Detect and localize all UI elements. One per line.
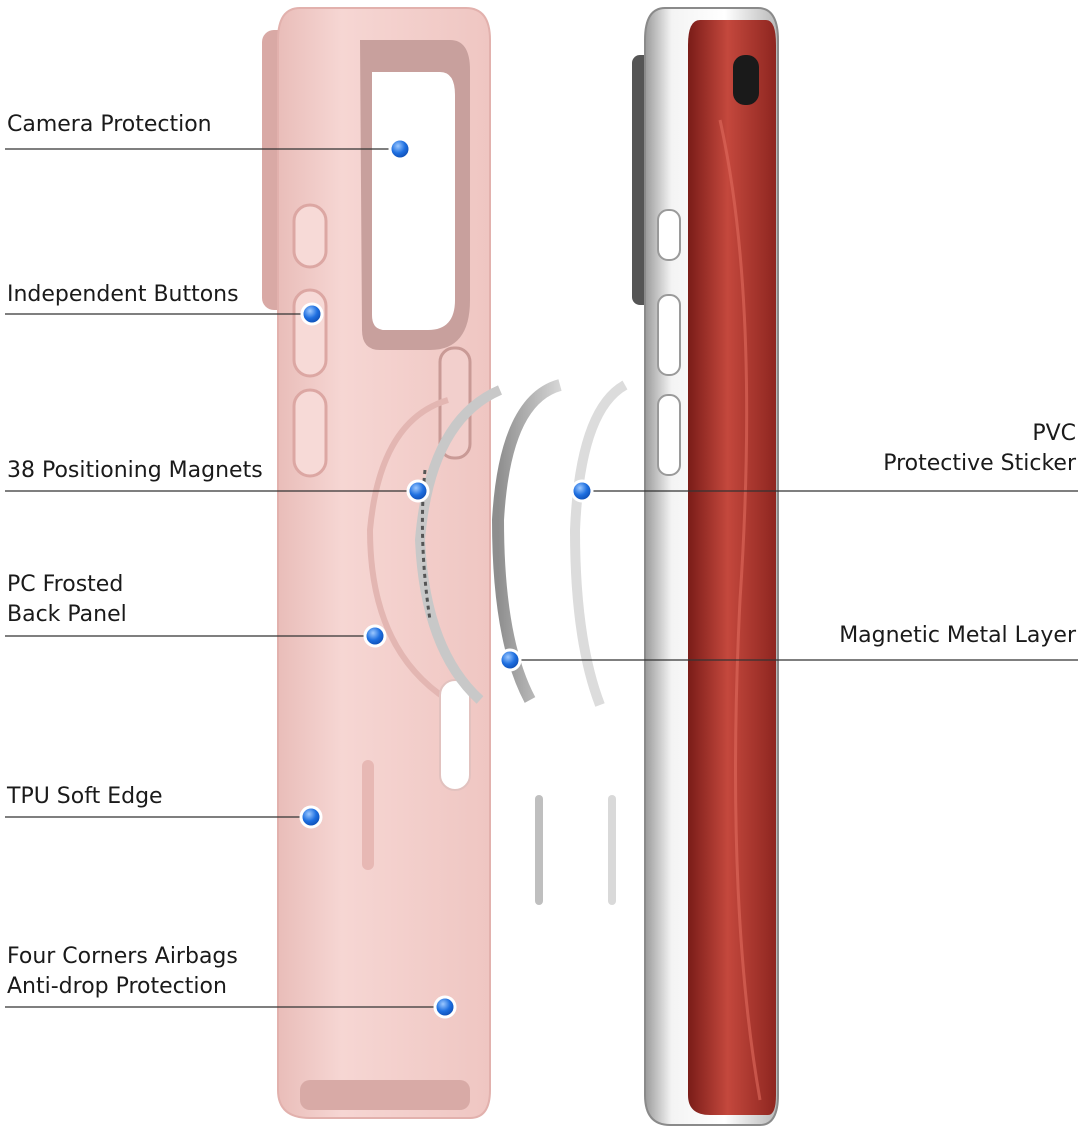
phone-screen bbox=[688, 20, 776, 1115]
callout-magnetic-metal-layer: Magnetic Metal Layer bbox=[839, 621, 1076, 651]
phone-volume-down bbox=[657, 394, 681, 476]
case-port-cutout bbox=[439, 679, 471, 791]
case-bottom-edge bbox=[300, 1080, 470, 1110]
magnet-ring-1 bbox=[414, 385, 503, 704]
leader-lines bbox=[5, 148, 1078, 1008]
callout-positioning-magnets: 38 Positioning Magnets bbox=[7, 456, 263, 486]
marker-camera-dot bbox=[388, 137, 412, 161]
case-side-slot bbox=[362, 760, 374, 870]
marker-buttons-dot bbox=[300, 302, 324, 326]
camera-cutout bbox=[372, 72, 455, 330]
callout-magnets-text: 38 Positioning Magnets bbox=[7, 458, 263, 483]
marker-magnets-dot bbox=[406, 479, 430, 503]
marker-tpu-edge-dot bbox=[299, 805, 323, 829]
callout-buttons-text: Independent Buttons bbox=[7, 282, 239, 307]
callout-pvc-line1: PVC bbox=[1032, 421, 1076, 446]
magnet-strip-2 bbox=[608, 795, 616, 905]
callout-camera-protection: Camera Protection bbox=[7, 110, 212, 140]
phone-case bbox=[262, 7, 491, 1119]
marker-corners-dot bbox=[433, 995, 457, 1019]
case-mag-ring bbox=[366, 397, 450, 703]
callout-pc-line1: PC Frosted bbox=[7, 572, 124, 597]
marker-metal-dot bbox=[498, 648, 522, 672]
marker-pc-panel-dot bbox=[363, 624, 387, 648]
phone-volume-up bbox=[657, 294, 681, 376]
markers bbox=[299, 137, 594, 1019]
callout-pvc-sticker: PVC Protective Sticker bbox=[883, 419, 1076, 479]
phone-action-button bbox=[657, 209, 681, 261]
callout-camera-text: Camera Protection bbox=[7, 112, 212, 137]
case-button-volume-down bbox=[292, 388, 328, 478]
callout-tpu-text: TPU Soft Edge bbox=[7, 784, 163, 809]
callout-corners-line2: Anti-drop Protection bbox=[7, 974, 227, 999]
phone-dynamic-island bbox=[733, 55, 759, 105]
callout-pc-frosted-panel: PC Frosted Back Panel bbox=[7, 570, 127, 630]
callout-tpu-soft-edge: TPU Soft Edge bbox=[7, 782, 163, 812]
marker-pvc-dot bbox=[570, 479, 594, 503]
phone-device bbox=[632, 7, 779, 1126]
magnet-ring-3 bbox=[569, 380, 628, 707]
callout-four-corners: Four Corners Airbags Anti-drop Protectio… bbox=[7, 942, 238, 1002]
callout-pc-line2: Back Panel bbox=[7, 602, 127, 627]
callout-independent-buttons: Independent Buttons bbox=[7, 280, 239, 310]
callout-pvc-line2: Protective Sticker bbox=[883, 451, 1076, 476]
case-button-action bbox=[292, 203, 328, 269]
magnet-strip-1 bbox=[535, 795, 543, 905]
callout-corners-line1: Four Corners Airbags bbox=[7, 944, 238, 969]
callout-metal-text: Magnetic Metal Layer bbox=[839, 623, 1076, 648]
